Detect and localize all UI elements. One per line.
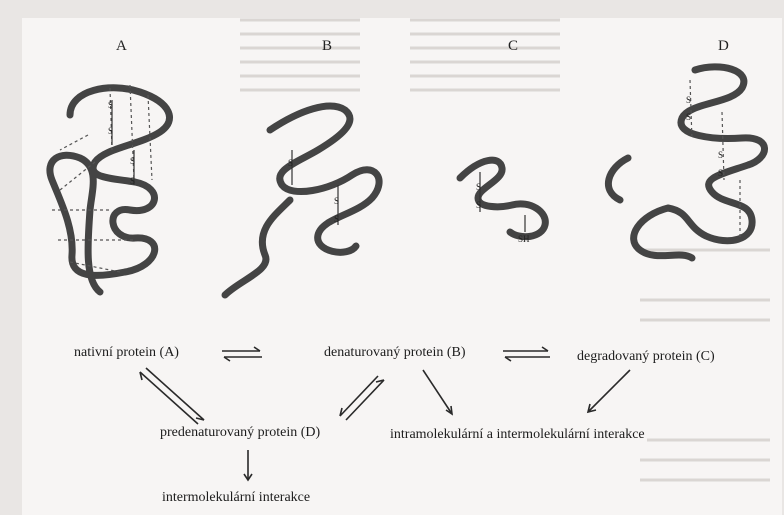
ss-label: S xyxy=(108,100,113,110)
ss-label: S xyxy=(334,214,339,224)
ss-label: S xyxy=(718,150,723,160)
panel-label-a: A xyxy=(116,38,127,55)
ss-label: S xyxy=(686,112,691,122)
ss-label: S xyxy=(718,168,723,178)
intra-inter-interactions-label: intramolekulární a intermolekulární inte… xyxy=(388,427,647,443)
protein-b-chain xyxy=(225,106,379,295)
protein-c-chain xyxy=(460,160,545,237)
ss-label: S xyxy=(686,95,691,105)
denatured-protein-label: denaturovaný protein (B) xyxy=(322,345,468,361)
ss-label: S xyxy=(476,182,481,192)
inter-interactions-label: intermolekulární interakce xyxy=(160,490,312,506)
ss-label: S xyxy=(288,158,293,168)
sh-label: SH xyxy=(518,234,530,244)
panel-label-b: B xyxy=(322,38,332,55)
ss-label: S xyxy=(130,156,135,166)
protein-a-chain xyxy=(50,88,170,292)
ss-label: S xyxy=(108,126,113,136)
panel-label-d: D xyxy=(718,38,729,55)
degraded-protein-label: degradovaný protein (C) xyxy=(575,349,717,365)
scheme-arrows xyxy=(140,347,630,480)
ss-label: S xyxy=(130,176,135,186)
predenatured-protein-label: predenaturovaný protein (D) xyxy=(158,425,322,441)
ss-label: S xyxy=(334,196,339,206)
panel-label-c: C xyxy=(508,38,518,55)
native-protein-label: nativní protein (A) xyxy=(72,345,181,361)
ss-label: S xyxy=(476,200,481,210)
